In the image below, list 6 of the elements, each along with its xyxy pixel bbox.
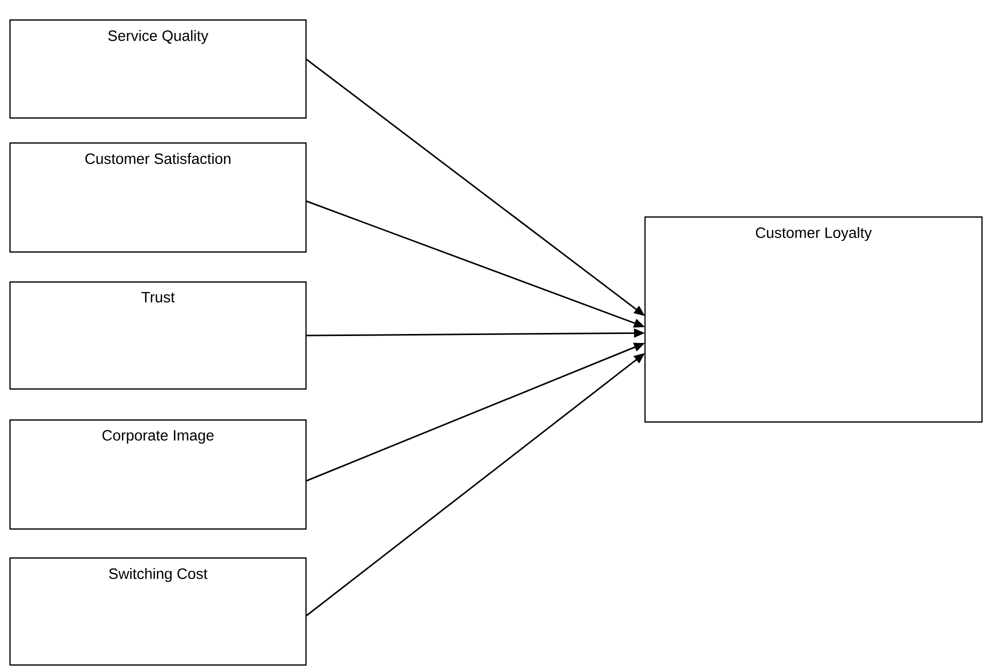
- factor-box: Switching Cost: [9, 557, 307, 666]
- factor-box: Customer Satisfaction: [9, 142, 307, 253]
- factor-box: Customer Loyalty: [644, 216, 983, 423]
- factor-box: Trust: [9, 281, 307, 390]
- factor-box: Corporate Image: [9, 419, 307, 530]
- factor-box: Service Quality: [9, 19, 307, 119]
